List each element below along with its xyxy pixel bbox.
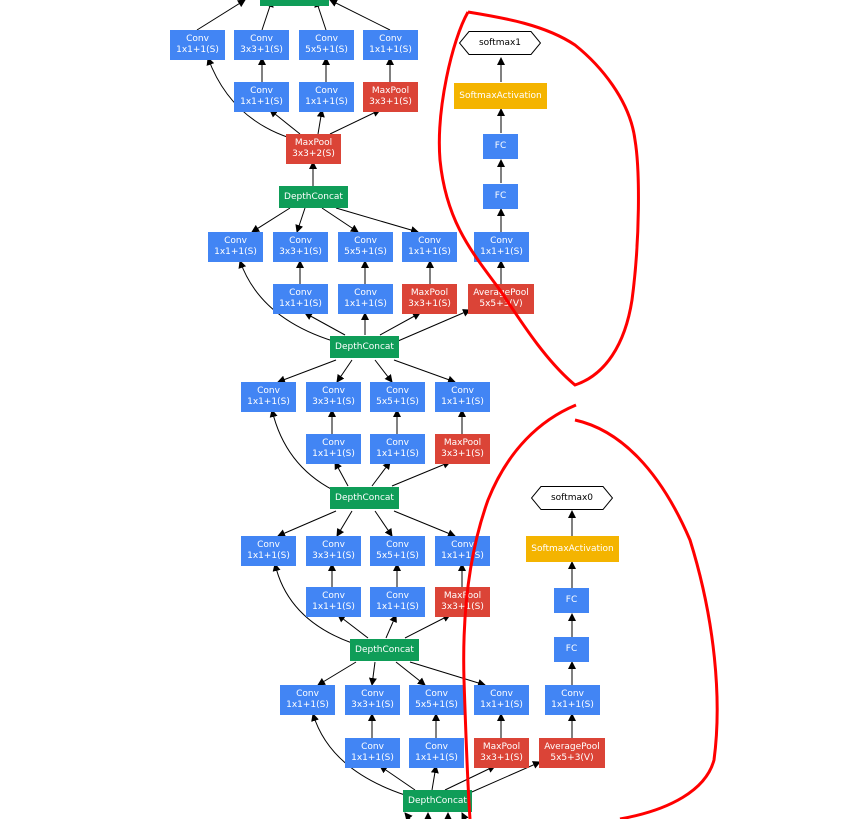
edge [316,109,325,135]
edge [461,812,469,819]
edge [430,765,439,791]
edge [334,461,349,487]
edge [269,109,301,135]
edge [311,713,406,796]
edge [304,312,346,336]
edge [277,510,337,537]
edge [391,460,451,487]
depthconcat-node: DepthConcat [330,336,399,358]
edge [196,0,246,31]
fc-node: FC [483,134,518,159]
depthconcat-node: DepthConcat [403,790,472,812]
softmax1-node: softmax1 [458,31,542,55]
softmax-activation-node: SoftmaxActivation [526,536,619,562]
edge [335,207,419,234]
edge [374,359,393,383]
edge [374,510,393,537]
edge [397,309,471,342]
edge [317,661,357,686]
edge [277,359,337,384]
edge [251,207,291,233]
edge [404,812,413,819]
edge [272,563,353,644]
edge [379,765,416,791]
annotation-circle-aux0 [462,403,577,819]
edge [368,661,377,686]
depthconcat-node [260,0,329,6]
depthconcat-node: DepthConcat [279,186,348,208]
softmax0-node: softmax0 [530,486,614,510]
depthconcat-node: DepthConcat [330,487,399,509]
edge [295,207,306,233]
edge [409,661,486,687]
edge [336,510,353,537]
softmax-activation-node: SoftmaxActivation [454,83,547,109]
annotation-circle-aux0-right [574,418,719,819]
fc-node: FC [554,637,589,662]
edge [337,614,369,639]
edge [393,359,456,384]
edge [269,409,334,491]
edge [444,765,496,791]
edge [385,614,397,639]
edge [329,109,381,135]
fc-node: FC [554,588,589,613]
fc-node: FC [483,184,518,209]
edge [404,614,451,639]
depthconcat-node: DepthConcat [350,639,419,661]
edge [371,461,391,487]
edge [329,0,391,31]
annotation-circle-aux1 [437,10,640,387]
edge [393,510,456,538]
edge [336,359,353,383]
edge [379,312,421,336]
edge [321,207,359,233]
edge [395,661,426,686]
